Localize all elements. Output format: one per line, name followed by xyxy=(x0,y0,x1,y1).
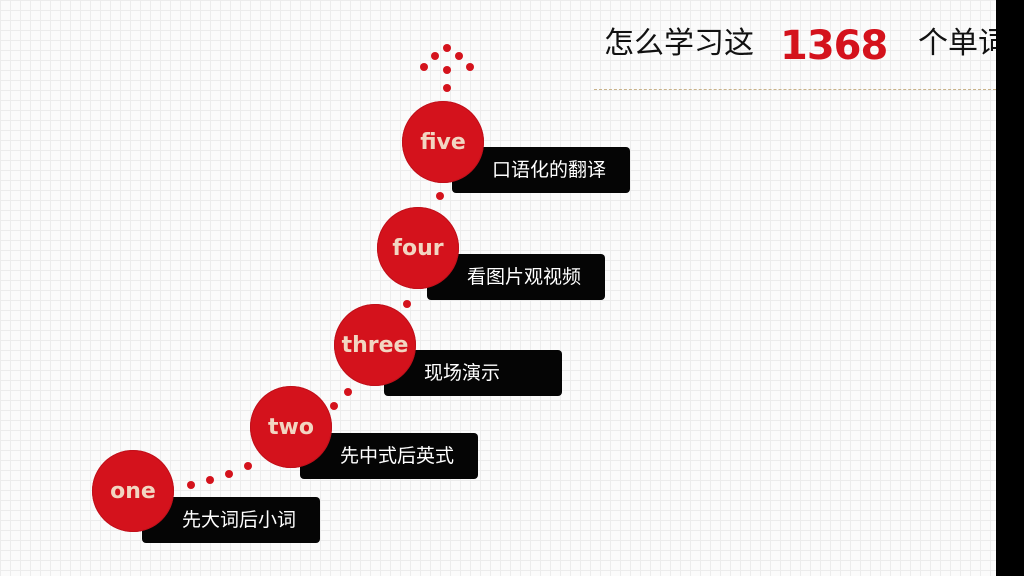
step-1-label: one xyxy=(110,478,156,504)
path-dot xyxy=(403,300,411,308)
path-dot xyxy=(443,66,451,74)
step-2-text: 先中式后英式 xyxy=(340,445,455,467)
step-5-circle: five xyxy=(402,101,484,183)
path-dot xyxy=(431,52,439,60)
path-dot xyxy=(344,388,352,396)
path-dot xyxy=(187,481,195,489)
step-4-label: four xyxy=(392,235,444,261)
path-dot xyxy=(206,476,214,484)
path-dot xyxy=(443,44,451,52)
slide-title: 怎么学习这 1368 个单词 xyxy=(604,0,996,80)
step-1-text: 先大词后小词 xyxy=(182,509,297,531)
path-dot xyxy=(436,192,444,200)
step-4-text: 看图片观视频 xyxy=(467,266,582,288)
path-dot xyxy=(443,84,451,92)
step-3-label: three xyxy=(341,332,409,358)
step-3-text: 现场演示 xyxy=(424,362,501,384)
path-dot xyxy=(455,52,463,60)
step-1-circle: one xyxy=(92,450,174,532)
path-dot xyxy=(330,402,338,410)
step-2-circle: two xyxy=(250,386,332,468)
title-prefix: 怎么学习这 xyxy=(604,26,754,61)
path-dot xyxy=(466,63,474,71)
right-edge-bar xyxy=(996,0,1024,576)
step-2-label: two xyxy=(268,414,314,440)
step-4-circle: four xyxy=(377,207,459,289)
step-5-label: five xyxy=(420,129,466,155)
title-divider xyxy=(594,89,996,90)
path-dot xyxy=(420,63,428,71)
step-5-text: 口语化的翻译 xyxy=(492,159,607,181)
path-dot xyxy=(225,470,233,478)
brand-logo: 1368 xyxy=(780,23,888,69)
path-dot xyxy=(244,462,252,470)
title-suffix: 个单词 xyxy=(918,26,996,61)
step-4-box: 看图片观视频 xyxy=(427,254,605,300)
step-3-circle: three xyxy=(334,304,416,386)
